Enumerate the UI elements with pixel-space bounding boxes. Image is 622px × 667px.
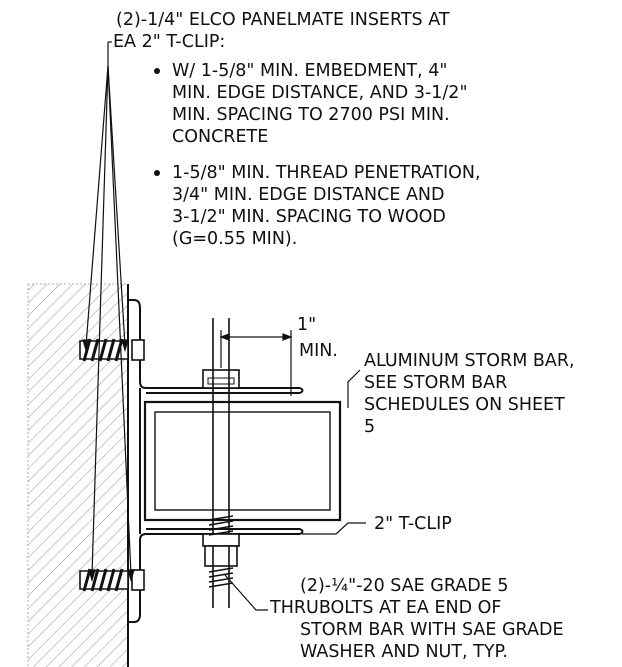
bullet-1-line-2: MIN. EDGE DISTANCE, AND 3-1/2" — [172, 83, 468, 103]
insert-note-line-1: (2)-1/4" ELCO PANELMATE INSERTS AT — [116, 10, 450, 30]
bullet-1-line-4: CONCRETE — [172, 127, 269, 147]
bullet-2-line-1: 1-5/8" MIN. THREAD PENETRATION, — [172, 163, 481, 183]
bullet-1-line-1: W/ 1-5/8" MIN. EMBEDMENT, 4" — [172, 61, 448, 81]
storm-bar-note: ALUMINUM STORM BAR, SEE STORM BAR SCHEDU… — [364, 350, 575, 438]
bullet-2-line-3: 3-1/2" MIN. SPACING TO WOOD — [172, 207, 446, 227]
storm-bar-leader — [347, 369, 361, 408]
bolt-note: (2)-¼"-20 SAE GRADE 5 THRUBOLTS AT EA EN… — [270, 575, 564, 663]
insert-leaders — [82, 41, 135, 583]
bolt-note-line-2: THRUBOLTS AT EA END OF — [270, 598, 502, 618]
t-clip — [128, 299, 304, 623]
elco-insert-upper — [79, 338, 145, 362]
insert-note-bullet-1: W/ 1-5/8" MIN. EMBEDMENT, 4" MIN. EDGE D… — [172, 60, 468, 148]
storm-bar-note-line-3: SCHEDULES ON SHEET — [364, 395, 565, 415]
storm-bar-note-line-4: 5 — [364, 417, 376, 437]
dimension-value: 1" — [297, 315, 317, 335]
bullet-2-line-4: (G=0.55 MIN). — [172, 229, 298, 249]
bullet-1-line-3: MIN. SPACING TO 2700 PSI MIN. — [172, 105, 450, 125]
storm-bar-note-line-2: SEE STORM BAR — [364, 373, 508, 393]
bullet-icon — [154, 170, 160, 176]
tclip-note: 2" T-CLIP — [374, 514, 452, 534]
thru-bolt — [202, 318, 240, 608]
insert-note-bullet-2: 1-5/8" MIN. THREAD PENETRATION, 3/4" MIN… — [172, 162, 481, 250]
edge-distance-dimension — [219, 330, 293, 396]
bolt-note-line-4: WASHER AND NUT, TYP. — [300, 642, 508, 662]
bolt-leader — [224, 574, 268, 611]
storm-bar-section — [143, 400, 342, 522]
bolt-note-line-1: (2)-¼"-20 SAE GRADE 5 — [300, 576, 509, 596]
dimension-suffix: MIN. — [299, 341, 338, 361]
bullet-2-line-2: 3/4" MIN. EDGE DISTANCE AND — [172, 185, 445, 205]
insert-note: (2)-1/4" ELCO PANELMATE INSERTS AT EA 2"… — [113, 9, 450, 53]
storm-bar-note-line-1: ALUMINUM STORM BAR, — [364, 351, 575, 371]
tclip-leader — [302, 522, 366, 535]
bullet-icon — [154, 68, 160, 74]
bolt-note-line-3: STORM BAR WITH SAE GRADE — [300, 620, 564, 640]
insert-note-line-2: EA 2" T-CLIP: — [113, 32, 226, 52]
